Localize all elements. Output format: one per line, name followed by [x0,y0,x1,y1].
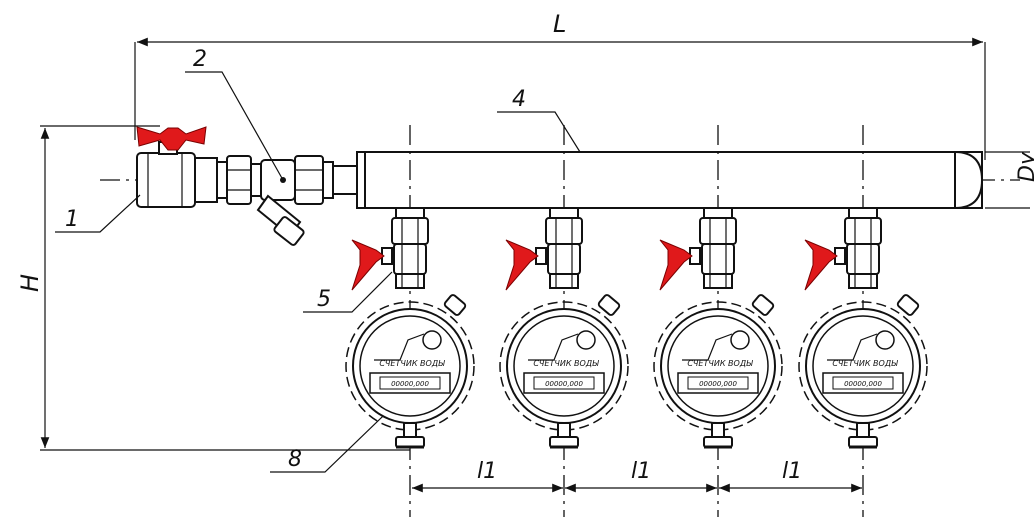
meter-branch: СЧЕТЧИК ВОДЫ 00000,000 [499,125,629,517]
branch-ball-valve [804,207,882,291]
callout-2: 2 [185,47,284,181]
water-meter: СЧЕТЧИК ВОДЫ 00000,000 [798,294,928,431]
callout-8: 8 [270,391,409,473]
meter-reading: 00000,000 [545,380,583,388]
pitch-dimensions: l1 l1 l1 [412,459,862,493]
branch-ball-valve [659,207,737,291]
branch-ball-valve [505,207,583,291]
dimension-L-label: L [553,10,566,38]
callout-5: 5 [303,271,393,313]
branch-valve-handle [351,239,385,291]
branch-valve-handle [659,239,693,291]
water-meter: СЧЕТЧИК ВОДЫ 00000,000 [653,294,783,431]
callout-8-label: 8 [288,447,302,472]
meter-branch: СЧЕТЧИК ВОДЫ 00000,000 [653,125,783,517]
meter-reading: 00000,000 [699,380,737,388]
dimension-H-label: H [16,274,44,292]
callout-1: 1 [55,194,141,233]
pitch-label-1: l1 [477,459,497,484]
meter-label: СЧЕТЧИК ВОДЫ [687,359,753,368]
branch-ball-valve [351,207,429,291]
manifold-pipe [356,151,984,209]
meter-label: СЧЕТЧИК ВОДЫ [832,359,898,368]
meter-reading: 00000,000 [844,380,882,388]
dimension-Dy-label: Dy [1015,151,1034,182]
water-meter: СЧЕТЧИК ВОДЫ 00000,000 [345,294,475,431]
callout-5-label: 5 [317,287,331,312]
meter-branch: СЧЕТЧИК ВОДЫ 00000,000 [798,125,928,517]
union-nut [216,155,262,205]
water-meter: СЧЕТЧИК ВОДЫ 00000,000 [499,294,629,431]
meter-label: СЧЕТЧИК ВОДЫ [379,359,445,368]
dimension-Dy: Dy [985,151,1034,209]
inlet-valve-handle [136,126,207,151]
callout-2-label: 2 [193,47,207,72]
meter-reading: 00000,000 [391,380,429,388]
callout-1-label: 1 [65,207,79,232]
meter-label: СЧЕТЧИК ВОДЫ [533,359,599,368]
pitch-label-2: l1 [631,459,651,484]
branch-valve-handle [804,239,838,291]
callout-4-label: 4 [512,87,526,112]
dimension-L: L [134,10,986,160]
branch-valve-handle [505,239,539,291]
meter-branch: СЧЕТЧИК ВОДЫ 00000,000 [345,125,475,517]
inlet-ball-valve [136,126,218,208]
callout-4: 4 [497,87,581,153]
pitch-label-3: l1 [782,459,802,484]
meter-branches: СЧЕТЧИК ВОДЫ 00000,000 СЧЕТЧИК ВОДЫ 00000,0… [345,125,928,517]
strainer-filter [256,155,358,246]
